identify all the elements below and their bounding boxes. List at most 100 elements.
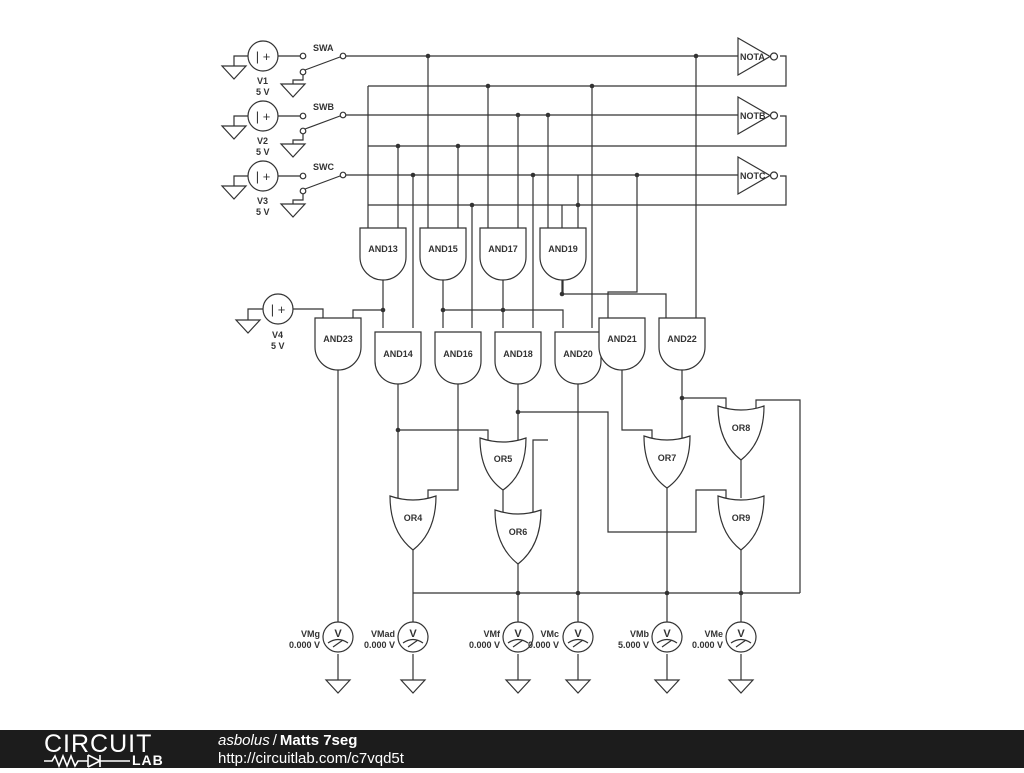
switch-swb[interactable]: SWB: [299, 102, 347, 135]
voltage-source-v4[interactable]: | + V4 5 V: [262, 293, 294, 351]
source-name: V1: [257, 76, 268, 86]
gate-label: NOTB: [740, 111, 766, 121]
source-name: V2: [257, 136, 268, 146]
gate-label: OR5: [494, 454, 513, 464]
meter-value: 0.000 V: [289, 640, 320, 650]
meter-name: VMe: [704, 629, 723, 639]
footer-bar: CIRCUIT LAB asbolus/Matts 7seg http://ci…: [0, 730, 1024, 769]
resistor-diode-icon: [44, 753, 130, 769]
meter-symbol: V: [663, 628, 671, 640]
and-gate-and13[interactable]: AND13: [359, 227, 407, 281]
circuitlab-logo[interactable]: CIRCUIT: [44, 730, 153, 758]
voltage-source-v1[interactable]: | + V1 5 V: [247, 40, 279, 97]
gate-label: AND22: [667, 334, 697, 344]
or-gate-or8[interactable]: OR8: [717, 405, 765, 461]
meter-value: 0.000 V: [364, 640, 395, 650]
circuit-title[interactable]: Matts 7seg: [279, 732, 358, 749]
meter-value: 0.000 V: [469, 640, 500, 650]
and-gate-and23[interactable]: AND23: [314, 317, 362, 371]
source-symbol: | +: [256, 169, 271, 184]
ground-icon: [325, 679, 351, 694]
circuit-schematic: | + V1 5 V | + V2 5 V | + V3 5 V | + V4 …: [221, 36, 801, 694]
meter-symbol: V: [737, 628, 745, 640]
and-gate-and21[interactable]: AND21: [598, 317, 646, 371]
and-gate-and20[interactable]: AND20: [554, 331, 602, 385]
gate-label: AND17: [488, 244, 518, 254]
source-value: 5 V: [271, 341, 285, 351]
gate-label: AND20: [563, 349, 593, 359]
gate-label: AND23: [323, 334, 353, 344]
ground-icon: [221, 125, 247, 140]
gate-label: AND14: [383, 349, 413, 359]
ground-icon: [565, 679, 591, 694]
or-gate-or6[interactable]: OR6: [494, 509, 542, 565]
gate-label: OR8: [732, 423, 751, 433]
and-gate-and18[interactable]: AND18: [494, 331, 542, 385]
not-gate-nota[interactable]: NOTA: [737, 36, 779, 77]
meter-name: VMg: [301, 629, 320, 639]
credit-separator: /: [272, 732, 277, 749]
source-symbol: | +: [256, 49, 271, 64]
switch-swa[interactable]: SWA: [299, 43, 347, 76]
gate-label: OR4: [404, 513, 423, 523]
ground-icon: [280, 143, 306, 158]
voltage-source-v2[interactable]: | + V2 5 V: [247, 100, 279, 157]
source-name: V3: [257, 196, 268, 206]
meter-symbol: V: [409, 628, 417, 640]
source-symbol: | +: [271, 302, 286, 317]
voltmeter-vmad[interactable]: V VMad 0.000 V: [364, 621, 429, 653]
switch-swc[interactable]: SWC: [299, 162, 347, 195]
and-gate-and14[interactable]: AND14: [374, 331, 422, 385]
or-gate-or9[interactable]: OR9: [717, 495, 765, 551]
author-link[interactable]: asbolus: [218, 732, 270, 749]
and-gate-and17[interactable]: AND17: [479, 227, 527, 281]
gate-label: AND21: [607, 334, 637, 344]
ground-icon: [654, 679, 680, 694]
voltmeter-vmc[interactable]: V VMc 0.000 V: [528, 621, 594, 653]
or-gate-or4[interactable]: OR4: [389, 495, 437, 551]
gate-label: AND18: [503, 349, 533, 359]
meter-name: VMf: [484, 629, 502, 639]
and-gate-and16[interactable]: AND16: [434, 331, 482, 385]
voltmeter-vme[interactable]: V VMe 0.000 V: [692, 621, 757, 653]
switch-label: SWB: [313, 102, 334, 112]
source-value: 5 V: [256, 147, 270, 157]
source-value: 5 V: [256, 207, 270, 217]
and-gate-and15[interactable]: AND15: [419, 227, 467, 281]
circuit-url[interactable]: http://circuitlab.com/c7vqd5t: [218, 750, 404, 767]
switch-label: SWC: [313, 162, 334, 172]
gate-label: AND13: [368, 244, 398, 254]
meter-value: 5.000 V: [618, 640, 649, 650]
gate-label: OR6: [509, 527, 528, 537]
junctions: [380, 53, 744, 596]
meter-value: 0.000 V: [692, 640, 723, 650]
source-name: V4: [272, 330, 283, 340]
ground-icon: [235, 319, 261, 334]
ground-icon: [221, 65, 247, 80]
ground-icon: [280, 203, 306, 218]
meter-symbol: V: [574, 628, 582, 640]
gate-label: NOTC: [740, 171, 766, 181]
and-gate-and22[interactable]: AND22: [658, 317, 706, 371]
or-gate-or5[interactable]: OR5: [479, 437, 527, 491]
not-gate-notb[interactable]: NOTB: [737, 95, 779, 136]
gate-label: AND15: [428, 244, 458, 254]
meter-name: VMc: [540, 629, 559, 639]
gate-label: OR7: [658, 453, 677, 463]
gate-label: AND19: [548, 244, 578, 254]
meter-symbol: V: [334, 628, 342, 640]
not-gate-notc[interactable]: NOTC: [737, 155, 779, 196]
ground-icon: [505, 679, 531, 694]
ground-icon: [400, 679, 426, 694]
ground-icon: [280, 83, 306, 98]
voltmeter-vmb[interactable]: V VMb 5.000 V: [618, 621, 683, 653]
and-gate-and19[interactable]: AND19: [539, 227, 587, 281]
meter-name: VMb: [630, 629, 650, 639]
meter-symbol: V: [514, 628, 522, 640]
voltmeter-vmf[interactable]: V VMf 0.000 V: [469, 621, 534, 653]
ground-icon: [728, 679, 754, 694]
voltage-source-v3[interactable]: | + V3 5 V: [247, 160, 279, 217]
voltmeter-vmg[interactable]: V VMg 0.000 V: [289, 621, 354, 653]
source-symbol: | +: [256, 109, 271, 124]
or-gate-or7[interactable]: OR7: [643, 435, 691, 489]
